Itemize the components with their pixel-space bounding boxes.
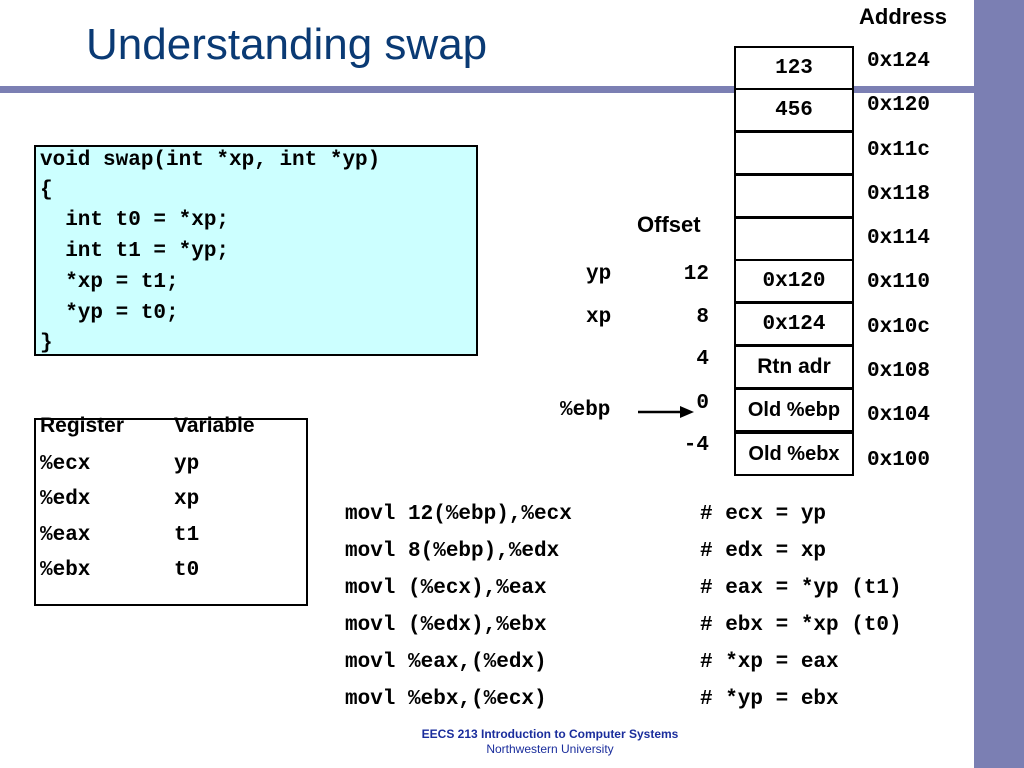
asm-instruction: movl (%edx),%ebx <box>345 614 547 637</box>
variable-cell: xp <box>174 488 200 511</box>
code-line: } <box>40 332 53 355</box>
address-label: 0x100 <box>867 449 931 472</box>
asm-comment: # edx = xp <box>700 540 827 563</box>
offset-variable-name: xp <box>586 306 612 329</box>
code-line: void swap(int *xp, int *yp) <box>40 149 381 172</box>
address-label: 0x104 <box>867 404 931 427</box>
stack-cell: 0x124 <box>734 302 854 346</box>
register-table: Register Variable %ecx yp %edx xp %eax t… <box>34 414 308 606</box>
address-label: 0x120 <box>867 94 931 117</box>
ebp-arrow-icon <box>638 406 694 418</box>
asm-comment: # *xp = eax <box>700 651 839 674</box>
offset-value: 4 <box>696 348 709 371</box>
register-cell: %eax <box>40 524 91 547</box>
offset-value: 0 <box>696 392 709 415</box>
slide-title: Understanding swap <box>86 20 488 69</box>
footer-university: Northwestern University <box>486 742 614 756</box>
asm-comment: # ebx = *xp (t0) <box>700 614 902 637</box>
stack-cell: 0x120 <box>734 259 854 303</box>
variable-cell: t0 <box>174 559 200 582</box>
code-line: *yp = t0; <box>40 302 179 325</box>
asm-instruction: movl %ebx,(%ecx) <box>345 688 547 711</box>
code-line: { <box>40 179 53 202</box>
stack-cell: Old %ebx <box>734 432 854 476</box>
variable-cell: yp <box>174 453 200 476</box>
register-cell: %ecx <box>40 453 91 476</box>
address-label: 0x118 <box>867 183 931 206</box>
address-label: 0x108 <box>867 360 931 383</box>
stack-cell: 123 <box>734 46 854 90</box>
stack-cell <box>734 174 854 218</box>
variable-cell: t1 <box>174 524 200 547</box>
variable-header: Variable <box>174 414 255 437</box>
asm-comment: # *yp = ebx <box>700 688 839 711</box>
address-label: 0x124 <box>867 50 931 73</box>
offset-variable-name: %ebp <box>560 399 611 422</box>
stack-cell: 456 <box>734 88 854 132</box>
address-label: 0x11c <box>867 139 931 162</box>
asm-comment: # eax = *yp (t1) <box>700 577 902 600</box>
title-rule <box>0 86 974 93</box>
stack-cell <box>734 217 854 261</box>
stack-cell <box>734 131 854 175</box>
code-line: int t1 = *yp; <box>40 240 230 263</box>
offset-value: 8 <box>696 306 709 329</box>
address-label: 0x10c <box>867 316 931 339</box>
stack-cell: Old %ebp <box>734 388 854 432</box>
asm-instruction: movl 8(%ebp),%edx <box>345 540 560 563</box>
code-line: *xp = t1; <box>40 271 179 294</box>
asm-comment: # ecx = yp <box>700 503 827 526</box>
stack-cell: Rtn adr <box>734 345 854 389</box>
register-cell: %edx <box>40 488 91 511</box>
code-line: int t0 = *xp; <box>40 209 230 232</box>
asm-instruction: movl (%ecx),%eax <box>345 577 547 600</box>
offset-header: Offset <box>637 212 701 237</box>
address-label: 0x114 <box>867 227 931 250</box>
asm-instruction: movl 12(%ebp),%ecx <box>345 503 572 526</box>
register-header: Register <box>40 414 125 437</box>
offset-value: 12 <box>683 263 709 286</box>
code-box: void swap(int *xp, int *yp) { int t0 = *… <box>34 145 478 356</box>
address-label: 0x110 <box>867 271 931 294</box>
offset-variable-name: yp <box>586 263 612 286</box>
offset-value: -4 <box>683 434 709 457</box>
address-header: Address <box>859 4 948 29</box>
asm-instruction: movl %eax,(%edx) <box>345 651 547 674</box>
footer-course: EECS 213 Introduction to Computer System… <box>421 727 679 741</box>
register-cell: %ebx <box>40 559 91 582</box>
right-accent-bar <box>974 0 1024 768</box>
